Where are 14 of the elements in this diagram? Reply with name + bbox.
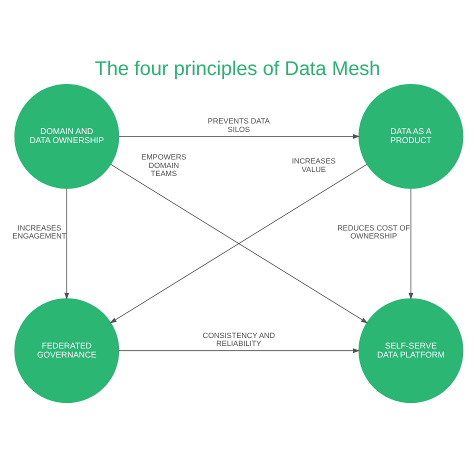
edge-label: CONSISTENCY AND RELIABILITY (202, 330, 274, 348)
arrow (64, 188, 69, 300)
node-circle: DATA AS A PRODUCT (358, 84, 463, 189)
edge-label: INCREASES ENGAGEMENT (12, 223, 66, 241)
edge-label: EMPOWERS DOMAIN TEAMS (140, 152, 186, 178)
arrow (118, 348, 360, 354)
edge-label: REDUCES COST OF OWNERSHIP (336, 223, 410, 241)
arrow (408, 188, 413, 300)
arrow (118, 134, 360, 139)
node-circle: DOMAIN AND DATA OWNERSHIP (14, 84, 119, 189)
diagram-title: The four principles of Data Mesh (94, 58, 380, 80)
node-circle: FEDERATED GOVERNANCE (14, 298, 119, 404)
edge-label: PREVENTS DATA SILOS (207, 116, 270, 134)
edge-label: INCREASES VALUE (291, 156, 336, 174)
